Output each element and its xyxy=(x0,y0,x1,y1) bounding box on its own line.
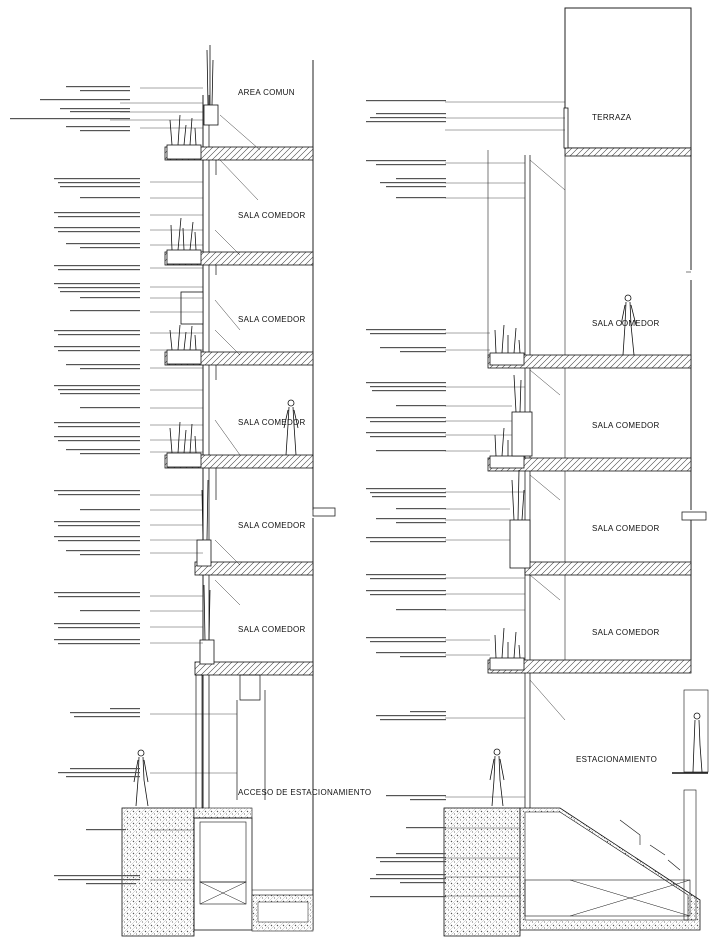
right-person-lower xyxy=(489,748,505,807)
right-room-label-2: SALA COMEDOR xyxy=(592,319,660,328)
right-room-label-4: SALA COMEDOR xyxy=(592,524,660,533)
left-room-label-3: SALA COMEDOR xyxy=(238,315,306,324)
left-room-label-1: AREA COMUN xyxy=(238,88,295,97)
left-room-label-4: SALA COMEDOR xyxy=(238,418,306,427)
left-ground xyxy=(121,807,314,937)
right-person-upper xyxy=(620,294,637,356)
left-section: AREA COMUN SALA COMEDOR SALA COMEDOR SAL… xyxy=(10,45,371,937)
right-ground xyxy=(443,689,709,937)
left-room-label-2: SALA COMEDOR xyxy=(238,211,306,220)
right-room-label-5: SALA COMEDOR xyxy=(592,628,660,637)
right-planters xyxy=(489,107,569,671)
right-slabs xyxy=(487,147,692,674)
left-slabs xyxy=(164,146,314,676)
right-room-label-6: ESTACIONAMIENTO xyxy=(576,755,657,764)
left-person-upper xyxy=(283,399,299,456)
left-room-label-6: SALA COMEDOR xyxy=(238,625,306,634)
right-room-label-1: TERRAZA xyxy=(592,113,632,122)
left-room-label-5: SALA COMEDOR xyxy=(238,521,306,530)
left-planters xyxy=(166,45,219,665)
left-room-label-7: ACCESO DE ESTACIONAMIENTO xyxy=(238,788,371,797)
right-section: TERRAZA SALA COMEDOR SALA COMEDOR SALA C… xyxy=(366,7,709,937)
right-person-balcony xyxy=(692,712,703,773)
left-person-lower xyxy=(133,749,149,807)
right-room-label-3: SALA COMEDOR xyxy=(592,421,660,430)
